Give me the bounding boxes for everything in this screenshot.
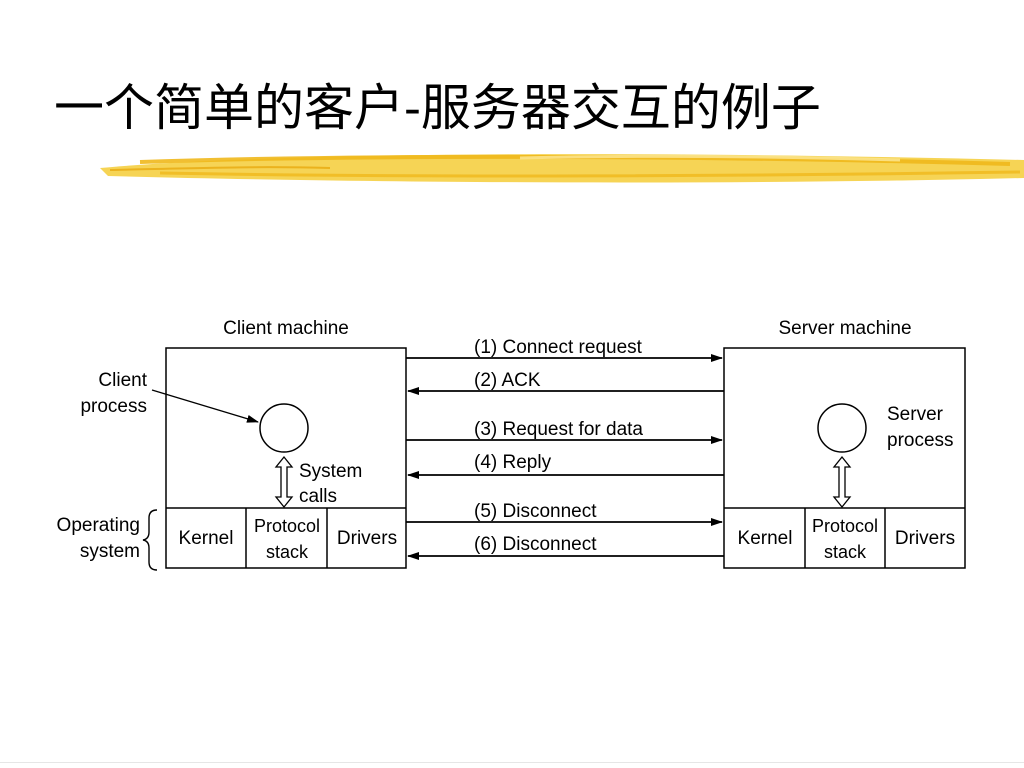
os-brace — [142, 509, 158, 571]
message-5-label: (5) Disconnect — [474, 501, 597, 522]
server-process-label-line2: process — [887, 430, 954, 451]
client-process-label-line1: Client — [98, 370, 147, 391]
footer-divider — [0, 762, 1024, 763]
message-6-label: (6) Disconnect — [474, 534, 597, 555]
message-4-label: (4) Reply — [474, 452, 552, 473]
message-4: (4) Reply — [407, 452, 724, 479]
client-drivers-cell: Drivers — [337, 528, 397, 549]
client-protocol-line2: stack — [266, 542, 309, 562]
server-protocol-line1: Protocol — [812, 516, 878, 536]
client-process-label-line2: process — [80, 396, 147, 417]
server-machine-box — [723, 347, 966, 569]
message-6: (6) Disconnect — [407, 534, 724, 560]
message-1-label: (1) Connect request — [474, 337, 643, 358]
server-process-label-line1: Server — [887, 404, 944, 425]
server-syscall-double-arrow — [832, 455, 852, 509]
os-label-line1: Operating — [57, 515, 140, 536]
client-process-circle — [259, 403, 309, 453]
message-2: (2) ACK — [407, 370, 724, 395]
client-syscalls-line2: calls — [299, 486, 337, 507]
message-3: (3) Request for data — [406, 419, 723, 444]
client-protocol-line1: Protocol — [254, 516, 320, 536]
client-syscall-double-arrow — [274, 455, 294, 509]
message-2-label: (2) ACK — [474, 370, 541, 391]
client-process-pointer — [151, 389, 259, 423]
server-machine-label: Server machine — [778, 318, 911, 339]
server-process-circle — [817, 403, 867, 453]
server-drivers-cell: Drivers — [895, 528, 955, 549]
server-protocol-line2: stack — [824, 542, 867, 562]
slide-title: 一个简单的客户-服务器交互的例子 — [54, 79, 821, 137]
client-machine-box — [165, 347, 407, 569]
os-label-line2: system — [80, 541, 140, 562]
message-3-label: (3) Request for data — [474, 419, 643, 440]
client-syscalls-line1: System — [299, 461, 362, 482]
message-5: (5) Disconnect — [406, 501, 723, 526]
title-highlight-stroke — [100, 154, 1024, 183]
client-machine-label: Client machine — [223, 318, 349, 339]
message-1: (1) Connect request — [406, 337, 723, 362]
server-kernel-cell: Kernel — [738, 528, 793, 549]
client-kernel-cell: Kernel — [179, 528, 234, 549]
